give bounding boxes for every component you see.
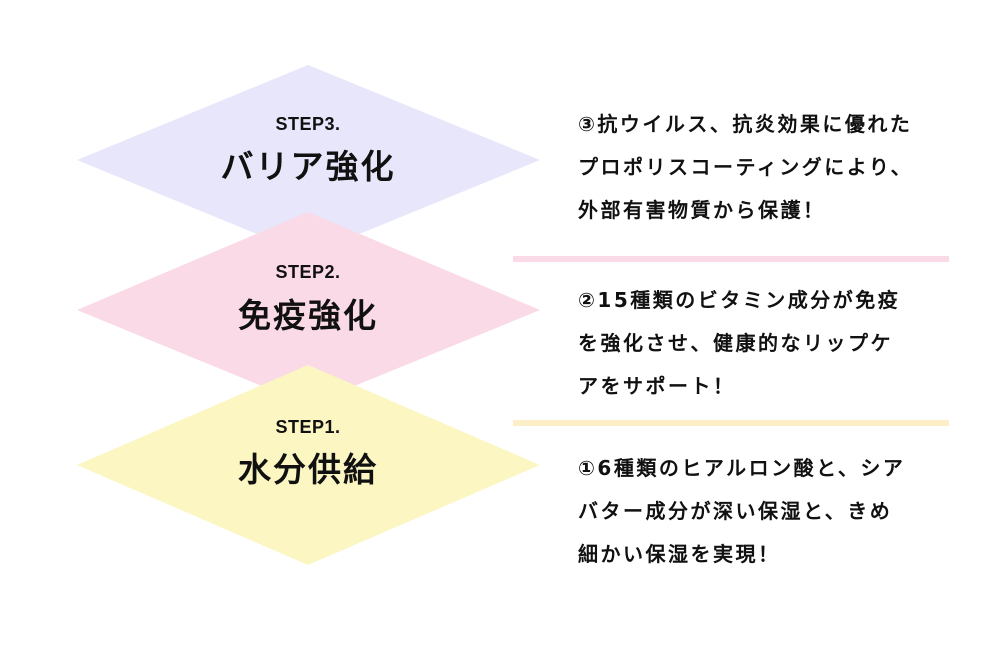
step1-description-line: 細かい保湿を実現！ <box>578 542 781 566</box>
step2-title: 免疫強化 <box>238 296 378 335</box>
step3-description: ③抗ウイルス、抗炎効果に優れた プロポリスコーティングにより、 外部有害物質から… <box>578 103 968 232</box>
step2-label: STEP2. <box>275 262 341 282</box>
step3-description-line: 外部有害物質から保護！ <box>578 198 826 222</box>
step1-label: STEP1. <box>275 417 341 437</box>
step2-description-line: アをサポート！ <box>578 374 736 398</box>
step2-description: ②15種類のビタミン成分が免疫 を強化させ、健康的なリップケ アをサポート！ <box>578 279 968 408</box>
step3-title: バリア強化 <box>220 147 396 186</box>
step3-label: STEP3. <box>275 114 341 134</box>
divider-pink <box>513 256 949 262</box>
step1-description-line: ①6種類のヒアルロン酸と、シア <box>578 456 906 480</box>
step2-description-line: を強化させ、健康的なリップケ <box>578 331 893 355</box>
step3-diamond <box>77 65 540 255</box>
step1-title: 水分供給 <box>238 450 378 489</box>
step1-description-line: バター成分が深い保湿と、きめ <box>578 499 893 523</box>
step1-description: ①6種類のヒアルロン酸と、シア バター成分が深い保湿と、きめ 細かい保湿を実現！ <box>578 447 968 576</box>
step3-description-line: プロポリスコーティングにより、 <box>578 155 914 179</box>
step1-diamond <box>77 365 540 565</box>
step2-description-line: ②15種類のビタミン成分が免疫 <box>578 288 901 312</box>
divider-yellow <box>513 420 949 426</box>
step2-diamond <box>77 212 540 405</box>
step3-description-line: ③抗ウイルス、抗炎効果に優れた <box>578 112 913 136</box>
